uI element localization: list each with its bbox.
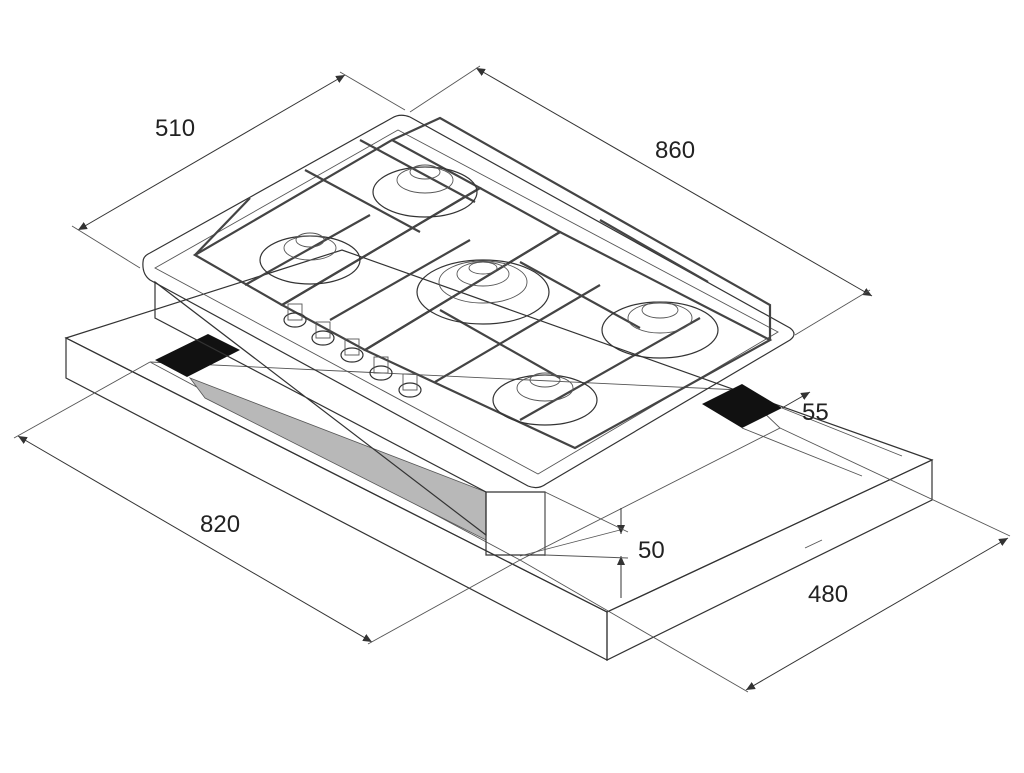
dimension-55: 55 — [741, 391, 903, 477]
burner-rear-right — [372, 164, 478, 218]
knob-3 — [340, 338, 364, 363]
knob-1 — [283, 303, 307, 328]
burner-center-wok — [416, 259, 550, 325]
label-820: 820 — [200, 511, 240, 538]
dimension-480: 480 — [519, 427, 1011, 693]
label-55: 55 — [802, 399, 829, 426]
label-510: 510 — [155, 115, 195, 142]
control-knobs — [283, 303, 422, 398]
burner-front-left — [492, 372, 598, 426]
black-block-right — [702, 384, 782, 428]
cutout-opening — [149, 334, 782, 561]
knob-2 — [311, 321, 335, 346]
burner-rear-left — [259, 232, 361, 285]
pan-supports — [192, 116, 773, 450]
dimension-820: 820 — [13, 361, 521, 645]
knob-4 — [369, 356, 393, 381]
label-480: 480 — [808, 581, 848, 608]
dimension-860: 860 — [409, 65, 873, 336]
dimension-50: 50 — [544, 491, 665, 598]
knob-5 — [398, 373, 422, 398]
label-860: 860 — [655, 137, 695, 164]
label-50: 50 — [638, 537, 665, 564]
dimension-510: 510 — [71, 71, 406, 269]
black-block-left — [155, 334, 240, 377]
countertop — [64, 249, 934, 661]
burner-front-right — [601, 301, 719, 359]
